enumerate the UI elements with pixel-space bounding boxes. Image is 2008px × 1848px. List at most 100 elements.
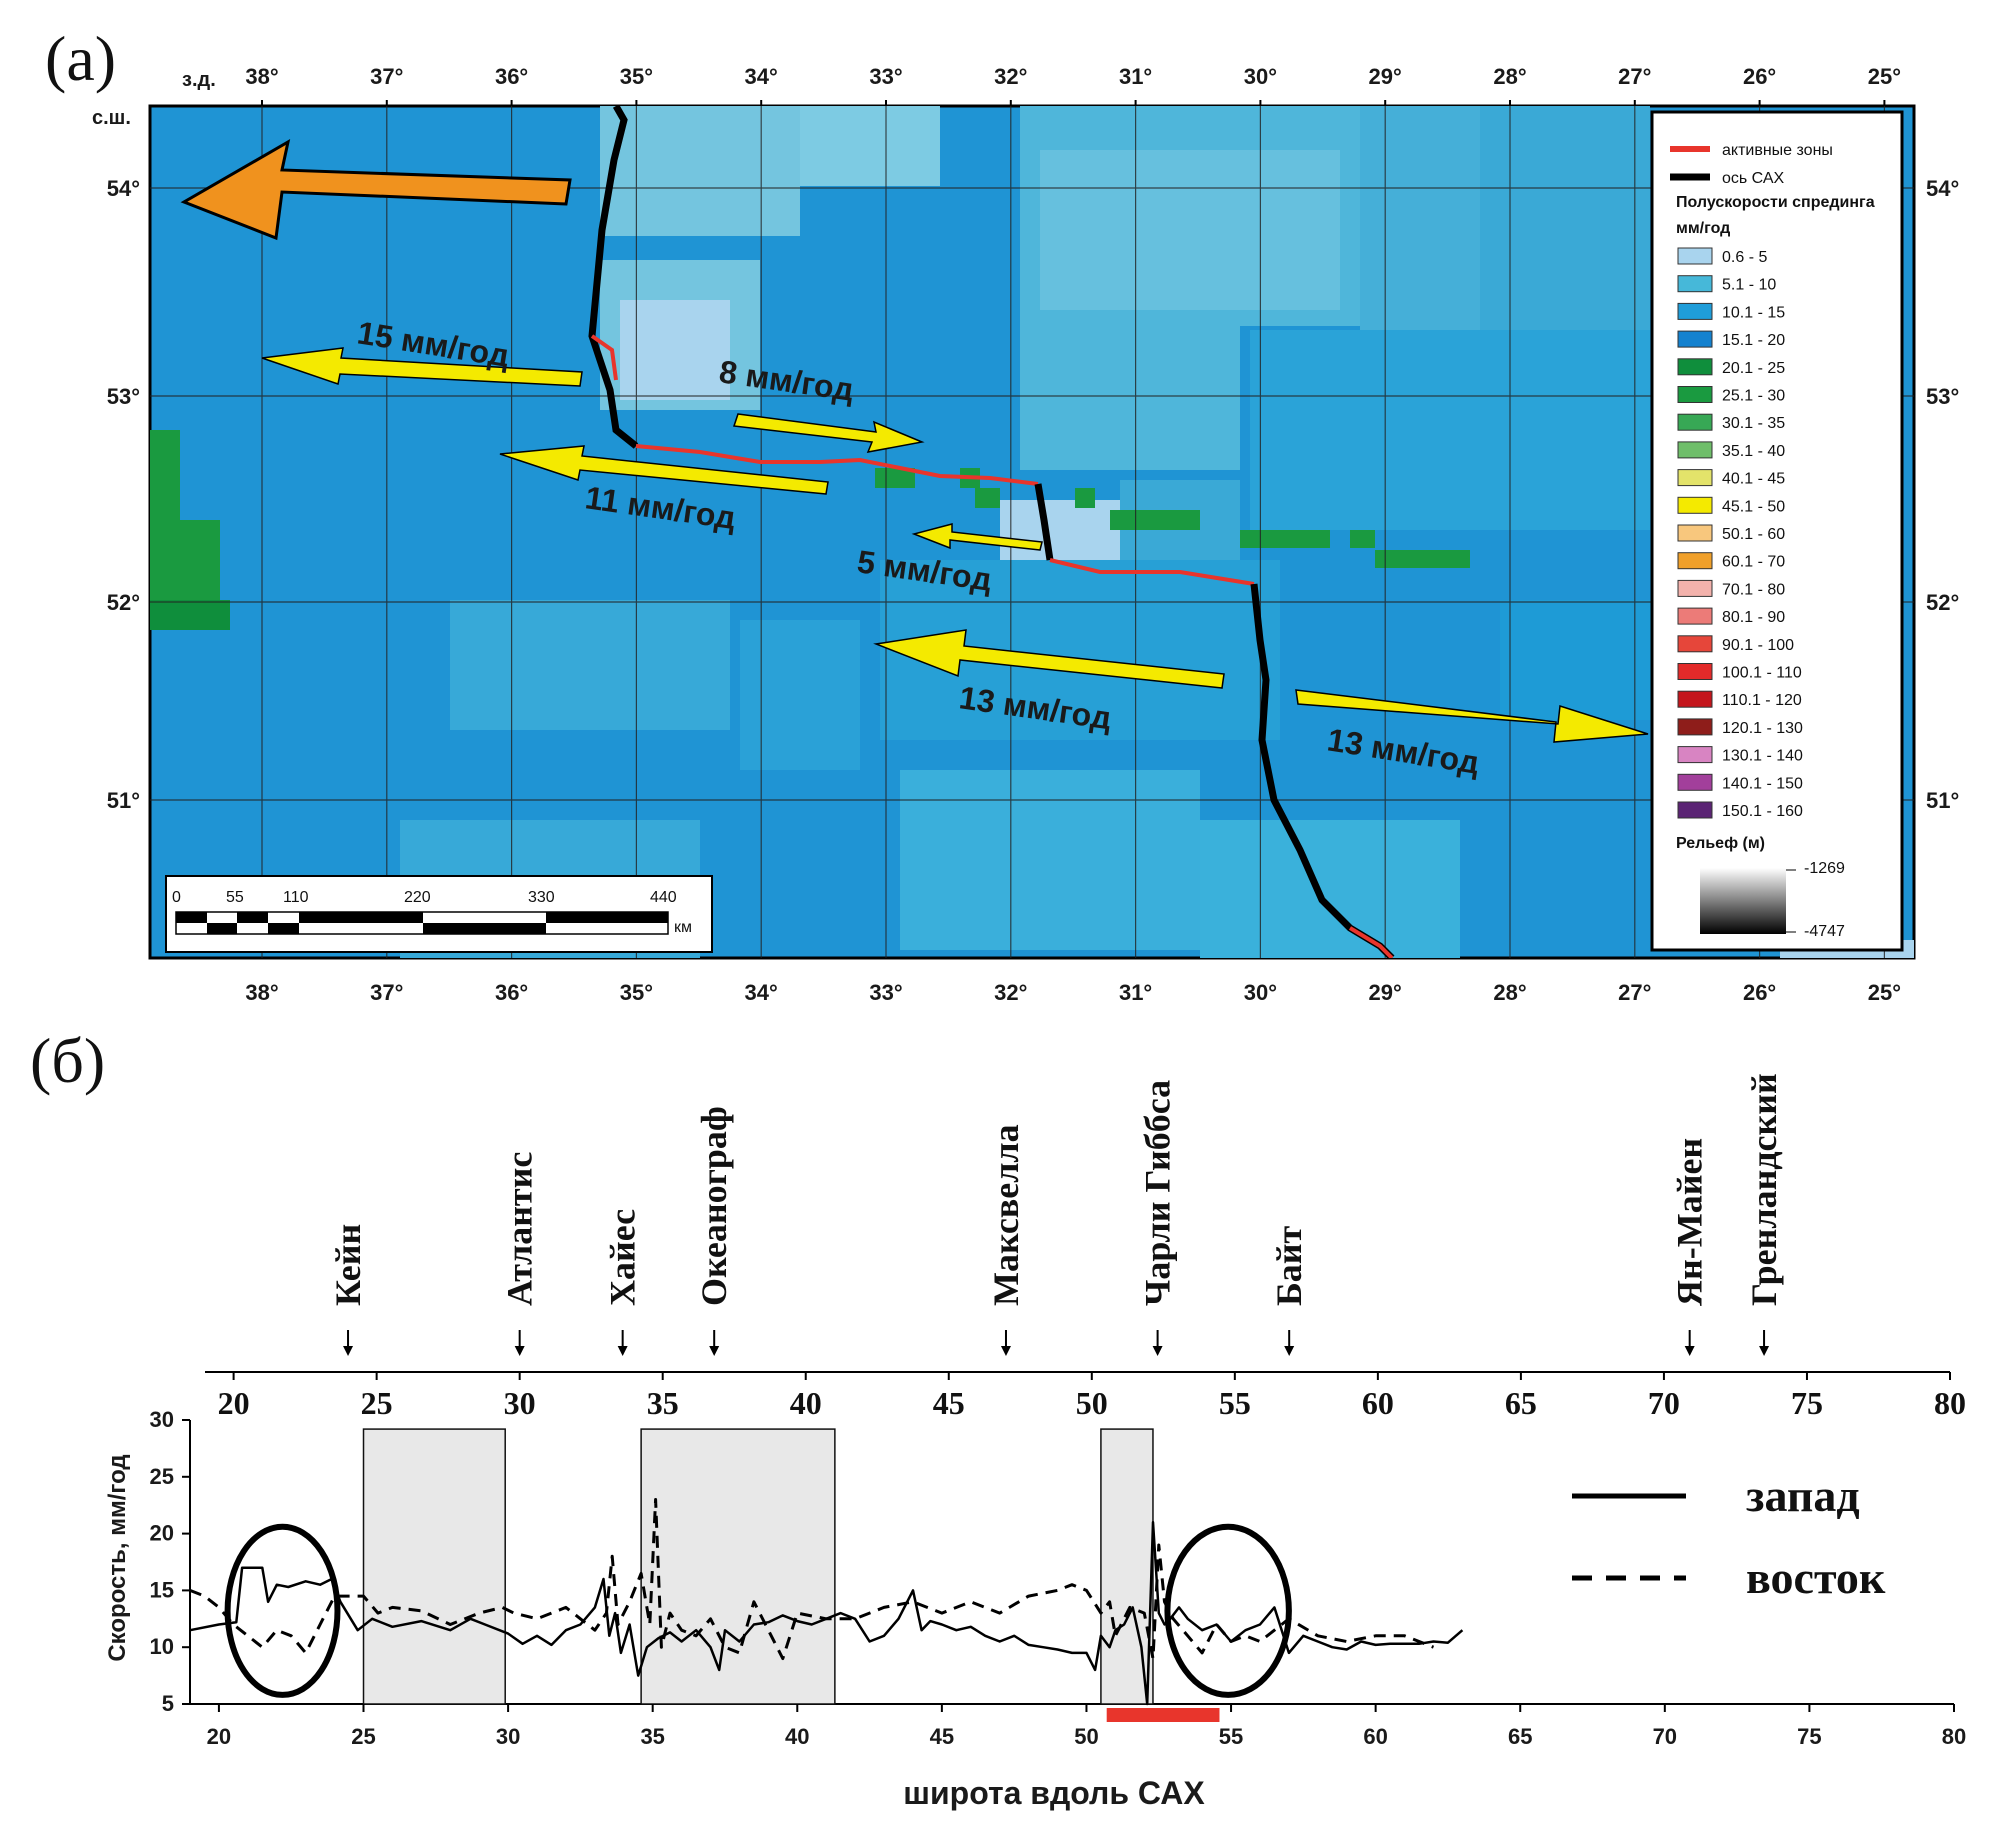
lon-tick-bottom: 32° bbox=[994, 980, 1027, 1005]
lon-tick-bottom: 34° bbox=[745, 980, 778, 1005]
ridge-axis-middle bbox=[1034, 483, 1054, 561]
legend-swatch bbox=[1677, 275, 1713, 293]
scale-label-110: 110 bbox=[283, 889, 309, 906]
x-tick-label: 80 bbox=[1942, 1724, 1966, 1749]
y-tick-label: 30 bbox=[150, 1407, 174, 1432]
lon-tick-top: 38° bbox=[245, 64, 278, 89]
top-tick-label: 55 bbox=[1219, 1385, 1251, 1421]
x-tick-label: 70 bbox=[1653, 1724, 1677, 1749]
fracture-zone-label: Байт bbox=[1269, 1225, 1309, 1306]
legend-swatch bbox=[1677, 247, 1713, 265]
top-tick-label: 80 bbox=[1934, 1385, 1966, 1421]
lon-tick-top: 36° bbox=[495, 64, 528, 89]
fracture-zone-arrowhead bbox=[514, 1346, 525, 1356]
shaded-region bbox=[640, 1428, 836, 1705]
fracture-zone-label: Кейн bbox=[328, 1224, 368, 1306]
scale-label-220: 220 bbox=[404, 889, 431, 906]
spreading-rate-raster: 15 мм/год 8 мм/год 11 мм/год 5 мм/год 13… bbox=[150, 106, 1914, 958]
legend-class-label: 80.1 - 90 bbox=[1722, 609, 1785, 626]
x-tick-label: 60 bbox=[1363, 1724, 1387, 1749]
x-tick-label: 55 bbox=[1219, 1724, 1243, 1749]
fracture-zone-arrowhead bbox=[1284, 1346, 1295, 1356]
legend-swatch bbox=[1677, 635, 1713, 653]
legend-swatch bbox=[1677, 441, 1713, 459]
map-legend: активные зоны ось САХ Полускорости спред… bbox=[1650, 110, 1904, 952]
fracture-zone-label: Океанограф bbox=[694, 1106, 734, 1306]
lon-tick-bottom: 31° bbox=[1119, 980, 1152, 1005]
scale-label-330: 330 bbox=[528, 889, 555, 906]
legend-class-label: 110.1 - 120 bbox=[1722, 692, 1802, 709]
legend-swatch bbox=[1677, 773, 1713, 791]
velocity-arrow-4 bbox=[911, 523, 1043, 551]
y-tick-label: 5 bbox=[162, 1691, 174, 1716]
scale-bar: 0 55 110 220 330 440 км bbox=[165, 875, 713, 953]
lon-tick-top: 31° bbox=[1119, 64, 1152, 89]
top-tick-label: 50 bbox=[1076, 1385, 1108, 1421]
legend-ridge-axis: ось САХ bbox=[1722, 170, 1785, 187]
x-tick-label: 75 bbox=[1797, 1724, 1821, 1749]
legend-title: Полускорости спрединга bbox=[1676, 194, 1875, 211]
plate-motion-arrow bbox=[180, 139, 572, 241]
y-axis-label: Скорость, мм/год bbox=[104, 1454, 131, 1661]
top-tick-label: 30 bbox=[504, 1385, 536, 1421]
velocity-arrow-5 bbox=[873, 629, 1225, 689]
velocity-arrow-3 bbox=[499, 445, 829, 495]
legend-swatch bbox=[1677, 718, 1713, 736]
ridge-axis-north bbox=[588, 106, 639, 449]
legend-class-label: 45.1 - 50 bbox=[1722, 498, 1785, 515]
active-zone-band bbox=[1106, 1708, 1220, 1722]
legend-swatch bbox=[1677, 690, 1713, 708]
lat-tick-left: 54° bbox=[107, 176, 140, 201]
fracture-zone-arrowhead bbox=[343, 1346, 354, 1356]
top-tick-label: 40 bbox=[790, 1385, 822, 1421]
legend-swatch bbox=[1677, 579, 1713, 597]
legend-relief-title: Рельеф (м) bbox=[1676, 835, 1765, 852]
legend-swatch bbox=[1677, 746, 1713, 764]
top-tick-label: 60 bbox=[1362, 1385, 1394, 1421]
legend-class-label: 0.6 - 5 bbox=[1722, 249, 1767, 266]
legend-class-label: 5.1 - 10 bbox=[1722, 277, 1776, 294]
x-tick-label: 25 bbox=[351, 1724, 375, 1749]
lon-tick-bottom: 38° bbox=[245, 980, 278, 1005]
legend-swatch bbox=[1677, 607, 1713, 625]
lon-tick-top: 32° bbox=[994, 64, 1027, 89]
legend-swatch bbox=[1677, 302, 1713, 320]
panel-a-label: (а) bbox=[45, 23, 116, 94]
legend-class-label: 90.1 - 100 bbox=[1722, 637, 1794, 654]
lat-corner-label: с.ш. bbox=[92, 107, 131, 129]
lat-tick-left: 52° bbox=[107, 590, 140, 615]
map-frame: 15 мм/год 8 мм/год 11 мм/год 5 мм/год 13… bbox=[148, 104, 1916, 960]
scale-unit: км bbox=[674, 919, 692, 936]
y-tick-label: 15 bbox=[150, 1577, 174, 1602]
lon-tick-bottom: 30° bbox=[1244, 980, 1277, 1005]
legend-swatch bbox=[1677, 663, 1713, 680]
legend-west: запад bbox=[1746, 1470, 1860, 1521]
y-tick-label: 10 bbox=[150, 1634, 174, 1659]
x-axis-label: широта вдоль САХ bbox=[903, 1775, 1205, 1811]
legend-class-label: 40.1 - 45 bbox=[1722, 471, 1785, 488]
active-zone-south bbox=[1348, 926, 1394, 958]
fracture-zone-arrowhead bbox=[1684, 1346, 1695, 1356]
top-tick-label: 70 bbox=[1648, 1385, 1680, 1421]
scale-label-0: 0 bbox=[172, 889, 181, 906]
lon-tick-bottom: 33° bbox=[869, 980, 902, 1005]
x-tick-label: 65 bbox=[1508, 1724, 1532, 1749]
legend-class-label: 15.1 - 20 bbox=[1722, 332, 1785, 349]
panel-b-label: (б) bbox=[30, 1025, 105, 1096]
lat-tick-left: 53° bbox=[107, 384, 140, 409]
legend-swatch bbox=[1677, 496, 1713, 514]
legend-class-label: 35.1 - 40 bbox=[1722, 443, 1785, 460]
lon-tick-top: 30° bbox=[1244, 64, 1277, 89]
lon-tick-top: 37° bbox=[370, 64, 403, 89]
velocity-arrow-6 bbox=[1295, 689, 1649, 743]
legend-class-label: 10.1 - 15 bbox=[1722, 304, 1785, 321]
lon-corner-label: з.д. bbox=[182, 69, 216, 91]
x-tick-label: 40 bbox=[785, 1724, 809, 1749]
lon-tick-bottom: 27° bbox=[1618, 980, 1651, 1005]
lon-tick-bottom: 25° bbox=[1868, 980, 1901, 1005]
fracture-zone-arrowhead bbox=[617, 1346, 628, 1356]
fracture-zone-arrowhead bbox=[709, 1346, 720, 1356]
legend-class-label: 60.1 - 70 bbox=[1722, 554, 1785, 571]
fracture-zone-label: Гренландский bbox=[1744, 1073, 1784, 1306]
